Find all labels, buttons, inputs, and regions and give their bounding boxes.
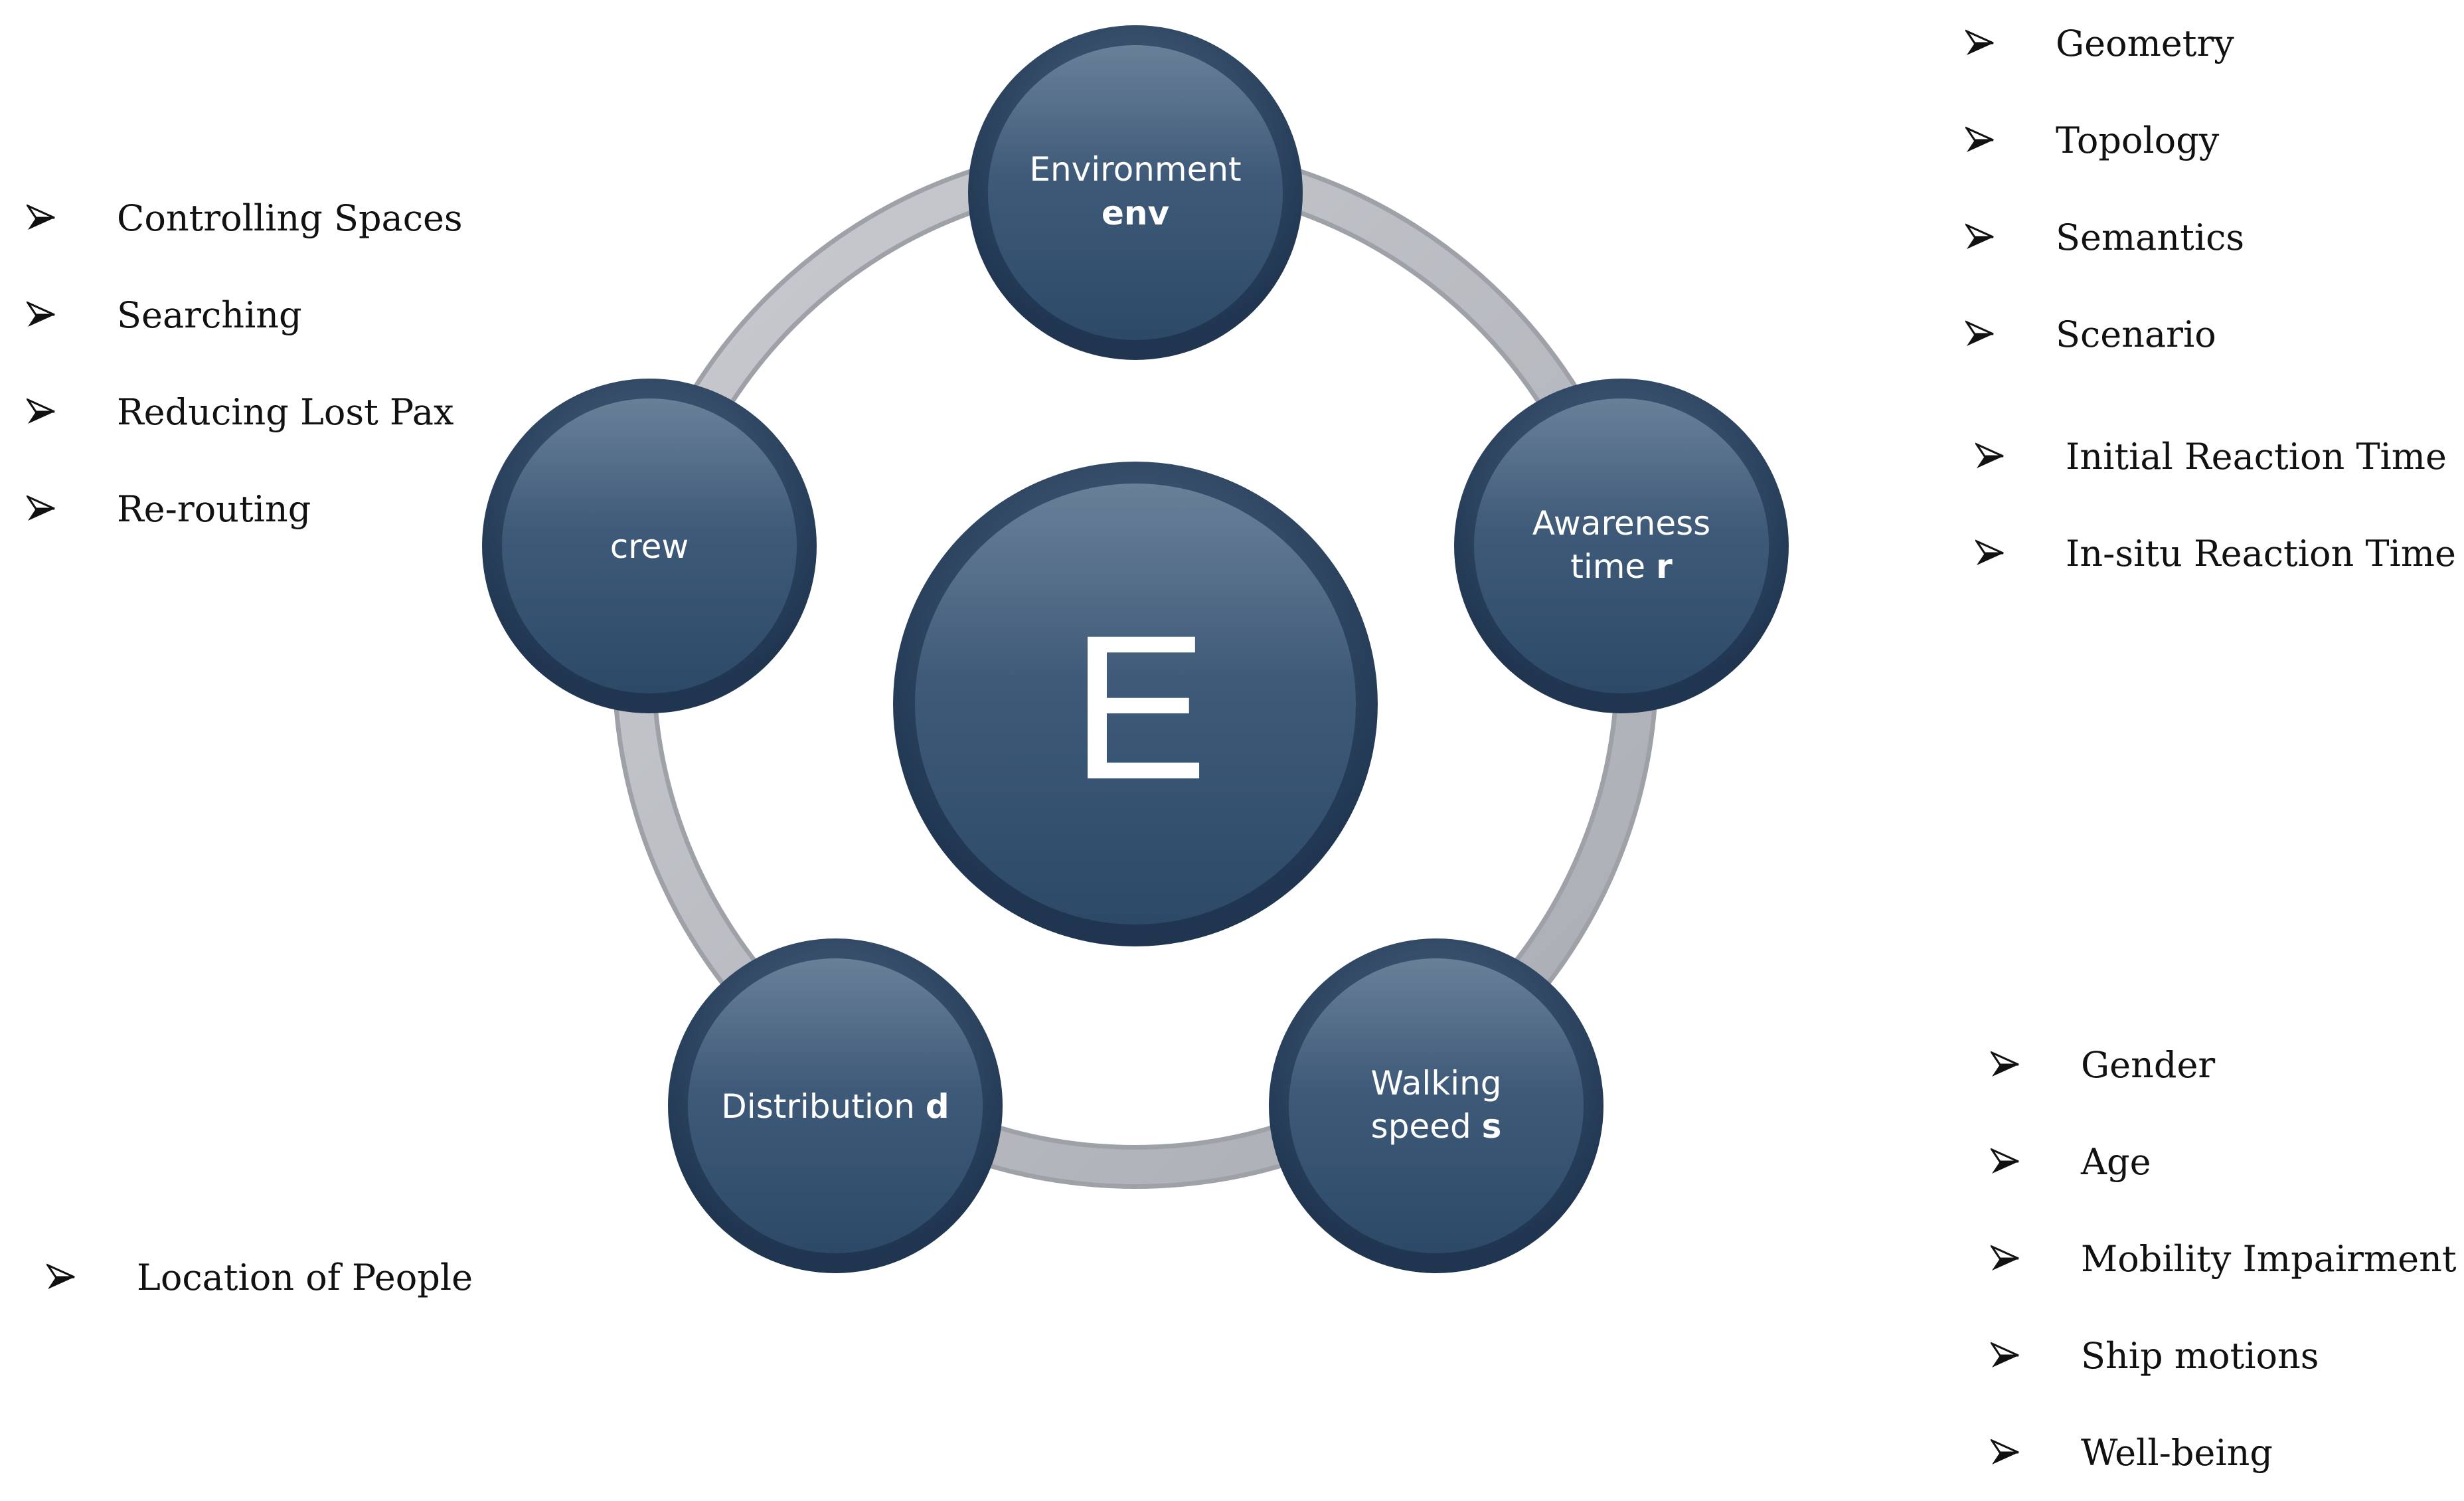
arrowhead-bullet-icon	[1991, 1439, 2019, 1464]
node-walking-line2: speed	[1371, 1107, 1482, 1146]
list-item: Location of People	[46, 1229, 473, 1326]
arrowhead-bullet-icon	[1991, 1051, 2019, 1077]
arrowhead-bullet-icon	[27, 301, 55, 327]
node-distribution-symbol: d	[926, 1087, 949, 1126]
svg-text:env: env	[1102, 194, 1169, 232]
list-item: Ship motions	[1991, 1307, 2457, 1404]
list-item: Well-being	[1991, 1404, 2457, 1501]
node-walking-speed: Walking speed s	[1269, 938, 1603, 1273]
list-item: Initial Reaction Time	[1975, 408, 2456, 505]
svg-text:Walking: Walking	[1370, 1064, 1501, 1103]
environment-factors-list: Geometry Topology Semantics Scenario	[1965, 0, 2244, 383]
node-crew: crew	[482, 379, 817, 713]
list-item: Geometry	[1965, 0, 2244, 92]
list-item: Semantics	[1965, 189, 2244, 286]
center-node: E	[893, 462, 1378, 946]
list-item: Searching	[27, 266, 463, 363]
node-crew-label: crew	[610, 527, 689, 566]
node-environment-line1: Environment	[1029, 150, 1241, 189]
list-item: Reducing Lost Pax	[27, 363, 463, 460]
crew-tasks-list: Controlling Spaces Searching Reducing Lo…	[27, 169, 463, 557]
arrowhead-bullet-icon	[1991, 1245, 2019, 1271]
center-label: E	[1071, 592, 1208, 822]
list-item: Mobility Impairment	[1991, 1210, 2457, 1307]
arrowhead-bullet-icon	[1991, 1148, 2019, 1174]
node-environment: Environment env	[968, 25, 1303, 360]
arrowhead-bullet-icon	[1965, 126, 1994, 152]
node-distribution-label: Distribution	[721, 1087, 926, 1126]
node-environment-symbol: env	[1102, 194, 1169, 232]
arrowhead-bullet-icon	[1965, 29, 1994, 55]
svg-text:Distribution d: Distribution d	[721, 1087, 949, 1126]
arrowhead-bullet-icon	[1975, 539, 2004, 565]
list-item: Controlling Spaces	[27, 169, 463, 266]
svg-text:speed s: speed s	[1371, 1107, 1502, 1146]
svg-text:crew: crew	[610, 527, 689, 566]
node-walking-symbol: s	[1482, 1107, 1502, 1146]
arrowhead-bullet-icon	[27, 495, 55, 521]
svg-text:Environment: Environment	[1029, 150, 1241, 189]
arrowhead-bullet-icon	[27, 204, 55, 230]
svg-text:time r: time r	[1570, 547, 1673, 586]
distribution-factors-list: Location of People	[46, 1229, 473, 1326]
arrowhead-bullet-icon	[27, 398, 55, 424]
node-awareness-symbol: r	[1656, 547, 1673, 586]
node-distribution: Distribution d	[668, 938, 1003, 1273]
awareness-factors-list: Initial Reaction Time In-situ Reaction T…	[1975, 408, 2456, 602]
arrowhead-bullet-icon	[1965, 320, 1994, 346]
svg-text:Awareness: Awareness	[1532, 504, 1710, 543]
list-item: Topology	[1965, 92, 2244, 189]
list-item: Scenario	[1965, 286, 2244, 383]
arrowhead-bullet-icon	[1965, 223, 1994, 249]
list-item: Gender	[1991, 1016, 2457, 1113]
node-awareness-line2: time	[1570, 547, 1656, 586]
node-awareness-line1: Awareness	[1532, 504, 1710, 543]
walking-speed-factors-list: Gender Age Mobility Impairment Ship moti…	[1991, 1016, 2457, 1501]
node-awareness-time: Awareness time r	[1454, 379, 1789, 713]
arrowhead-bullet-icon	[46, 1263, 75, 1289]
list-item: In-situ Reaction Time	[1975, 505, 2456, 602]
arrowhead-bullet-icon	[1975, 442, 2004, 468]
node-walking-line1: Walking	[1370, 1064, 1501, 1103]
list-item: Age	[1991, 1113, 2457, 1210]
arrowhead-bullet-icon	[1991, 1342, 2019, 1368]
list-item: Re-routing	[27, 460, 463, 557]
